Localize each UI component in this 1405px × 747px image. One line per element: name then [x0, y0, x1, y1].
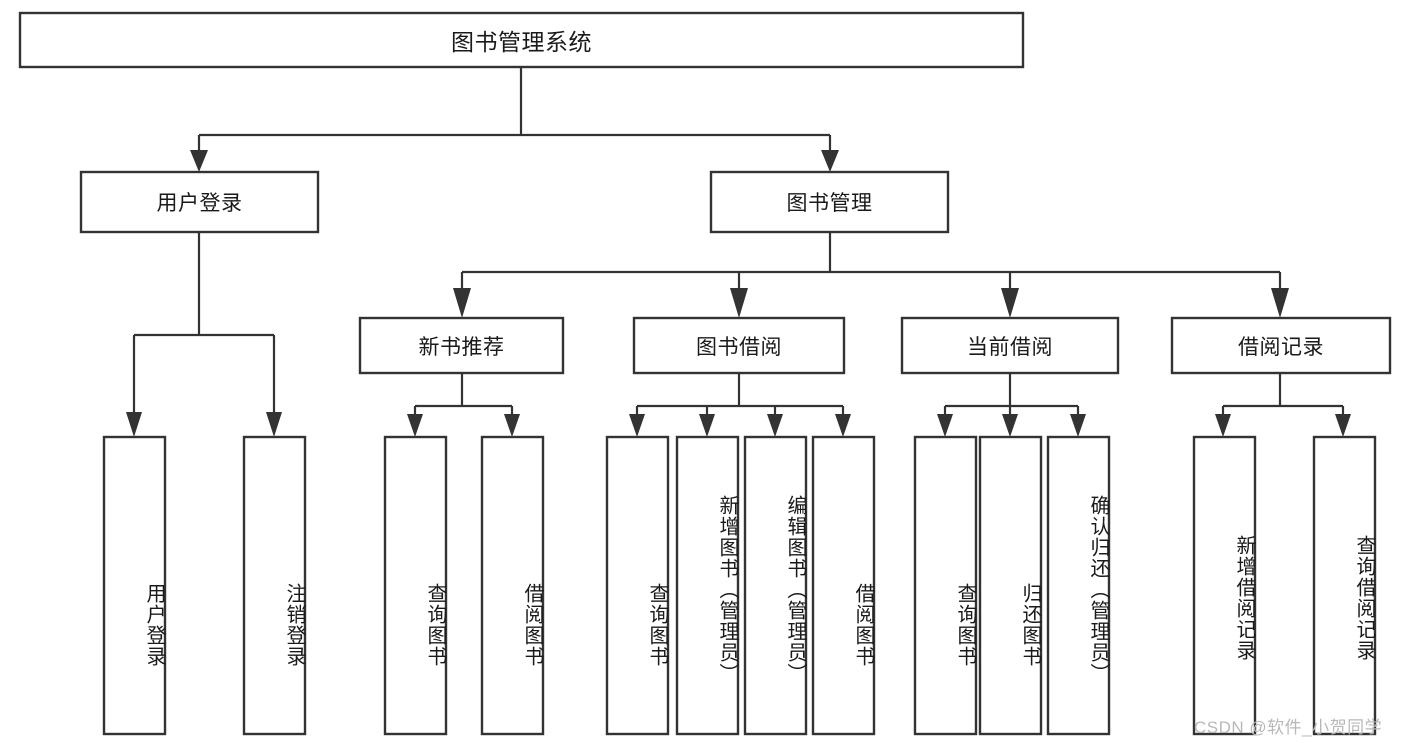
- arrowhead-user-login-leaf-1: [126, 412, 142, 437]
- arrowhead-cb-leaf-3: [1070, 414, 1086, 437]
- node-leaf-logout-login-box[interactable]: [242, 435, 307, 736]
- arrowhead-user-login-leaf-2: [266, 412, 282, 437]
- node-borrow-record-box[interactable]: [1170, 316, 1392, 375]
- arrowhead-root-to-book-management: [821, 150, 839, 172]
- arrowhead-bb-leaf-3: [767, 414, 783, 437]
- arrowhead-nbr-leaf-1: [407, 414, 423, 437]
- node-leaf-edit-book-box[interactable]: [743, 435, 808, 736]
- arrowhead-bb-leaf-2: [699, 414, 715, 437]
- arrowhead-new-book-recommend: [453, 288, 471, 318]
- arrowhead-br-leaf-2: [1335, 414, 1351, 437]
- node-leaf-add-record-box[interactable]: [1192, 435, 1257, 736]
- node-leaf-query-book-2-box[interactable]: [605, 435, 670, 736]
- arrowhead-br-leaf-1: [1215, 414, 1231, 437]
- arrowhead-cb-leaf-2: [1002, 414, 1018, 437]
- arrowhead-book-borrow: [730, 288, 748, 318]
- node-leaf-add-book-box[interactable]: [675, 435, 740, 736]
- node-leaf-confirm-return-box[interactable]: [1046, 435, 1111, 736]
- node-leaf-return-book-box[interactable]: [978, 435, 1043, 736]
- node-leaf-query-book-3-box[interactable]: [913, 435, 978, 736]
- arrowhead-borrow-record: [1271, 288, 1289, 318]
- node-current-borrow-box[interactable]: [900, 316, 1120, 375]
- arrowhead-cb-leaf-1: [937, 414, 953, 437]
- node-leaf-query-book-1-box[interactable]: [383, 435, 448, 736]
- node-book-borrow-box[interactable]: [632, 316, 846, 375]
- node-root-box[interactable]: [18, 11, 1025, 69]
- node-user-login-box[interactable]: [79, 170, 320, 234]
- arrowhead-bb-leaf-4: [835, 414, 851, 437]
- node-new-book-recommend-box[interactable]: [358, 316, 565, 375]
- csdn-watermark: CSDN @软件_小贺同学: [1194, 718, 1383, 737]
- node-leaf-borrow-book-1-box[interactable]: [480, 435, 545, 736]
- arrowhead-root-to-user-login: [190, 150, 208, 172]
- arrowhead-bb-leaf-1: [629, 414, 645, 437]
- node-leaf-user-login-box[interactable]: [102, 435, 167, 736]
- node-leaf-query-record-box[interactable]: [1312, 435, 1377, 736]
- node-leaf-borrow-book-2-box[interactable]: [811, 435, 876, 736]
- node-book-management-box[interactable]: [709, 170, 950, 234]
- arrowhead-nbr-leaf-2: [504, 414, 520, 437]
- arrowhead-current-borrow: [1001, 288, 1019, 318]
